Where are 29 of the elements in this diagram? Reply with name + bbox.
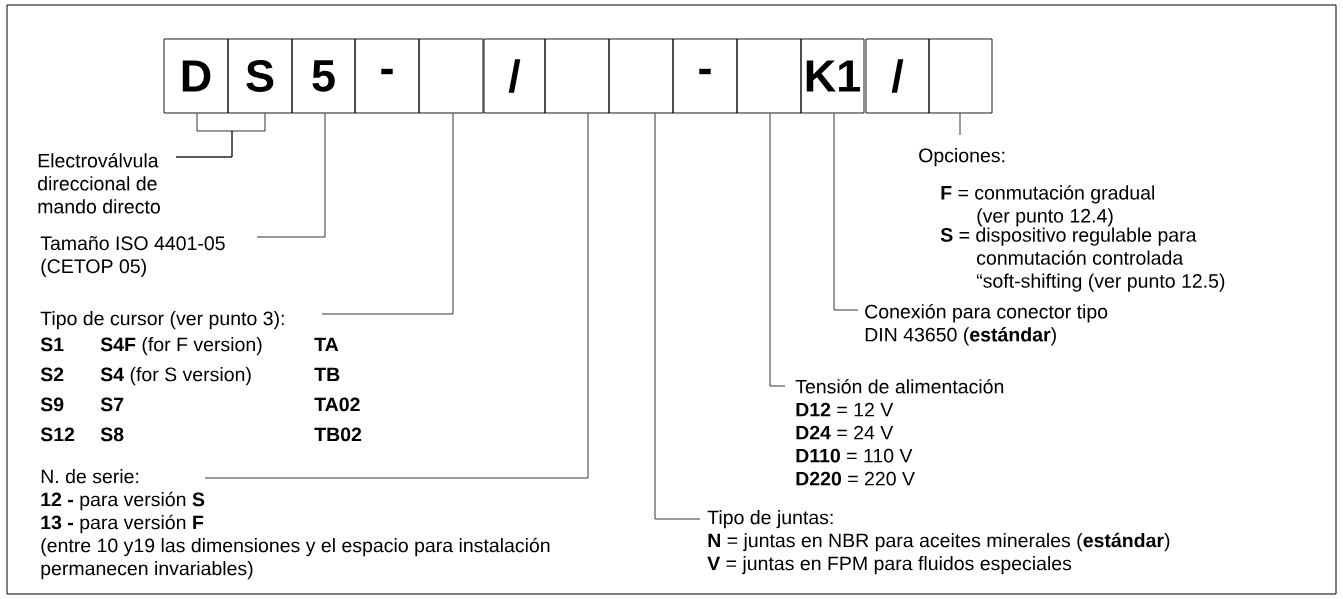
code-box [928,38,993,114]
description-text: Tipo de cursor (ver punto 3): S1 S4F (for F version) TA S2 S4 (for S version) TB S9 S7 TA02 S12 S8 TB02 [40,311,362,442]
description-text: Tipo de juntas: N = juntas en NBR para aceites minerales (estándar) V = juntas en FPM para fluidos especiales [707,510,1170,575]
leader-line [959,113,961,136]
description-text: N. de serie: 12 - para versión S 13 - para versión F (entre 10 y19 las dimensiones y el espacio para instalación permanecen invariables) [41,469,550,580]
code-box: K1 [800,38,865,114]
leader-line [769,113,786,387]
leader-line [204,113,589,479]
code-box [736,38,802,114]
description-text: Opciones: F = conmutación gradual (ver punto 12.4) S = dispositivo regulable para conmutación controlada “soft-shifting (ver punto 12.5) [919,148,1225,292]
code-box [608,38,674,114]
leader-line [256,113,326,238]
code-box: D [163,38,229,114]
leader-line [833,113,859,311]
leader-line [175,113,266,158]
code-box [418,38,484,114]
code-box: / [483,38,546,114]
code-box [544,38,610,114]
description-text: Tamaño ISO 4401-05 (CETOP 05) [40,236,225,277]
description-text: Tensión de alimentación D12 = 12 V D24 = 24 V D110 = 110 V D220 = 220 V [795,379,1004,486]
description-text: Electroválvula direccional de mando directo [38,153,160,214]
code-box: / [865,38,930,114]
code-box: - [672,38,738,114]
code-box: 5 [291,38,356,114]
leader-line [654,113,701,520]
code-box: - [354,38,420,114]
code-box: S [227,38,293,114]
leader-line [321,113,454,315]
description-text: Conexión para conector tipo DIN 43650 (estándar) [865,304,1108,346]
